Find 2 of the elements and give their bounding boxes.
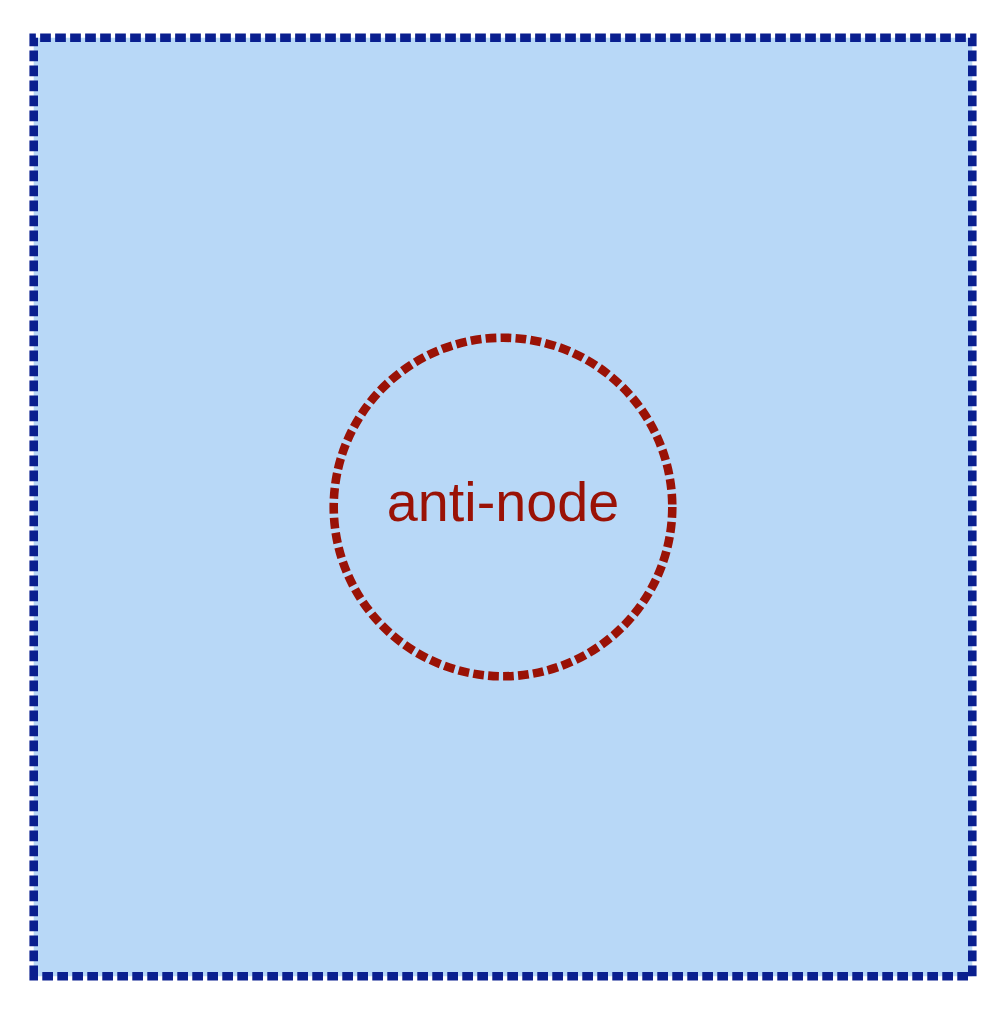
node-circle: anti-node: [329, 333, 677, 681]
cluster: [29, 33, 977, 981]
